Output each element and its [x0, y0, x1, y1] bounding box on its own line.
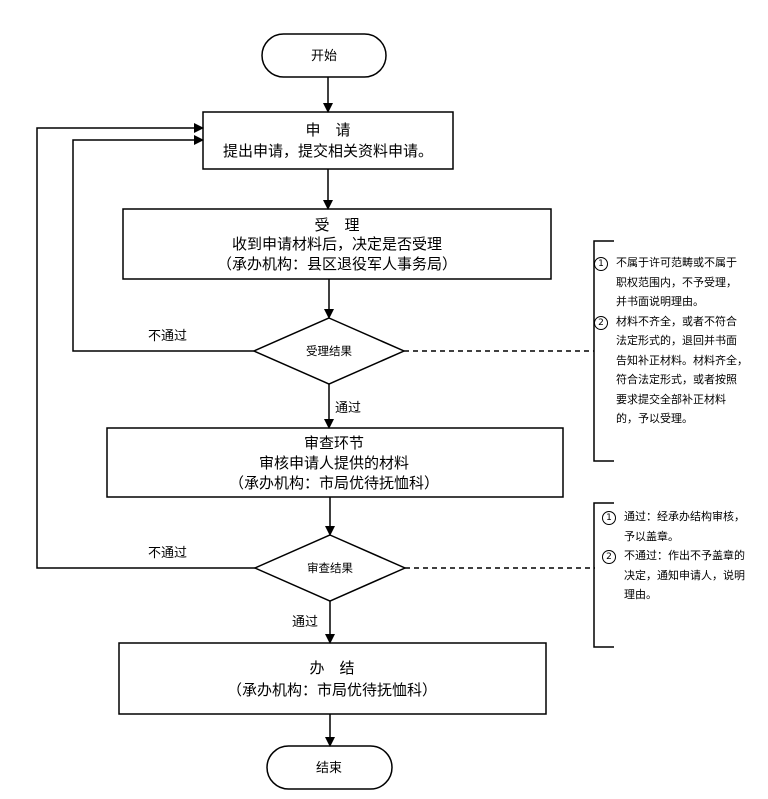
review-result-node: 审查结果	[253, 534, 407, 602]
finish-org: （承办机构：市局优待抚恤科）	[227, 681, 437, 699]
review-title: 审查环节	[304, 434, 364, 452]
circled-number-icon: 2	[602, 550, 616, 564]
note-line: 告知补正材料。材料齐全，	[616, 353, 748, 367]
accept-org: （承办机构：县区退役军人事务局）	[217, 255, 457, 273]
end-node: 结束	[266, 745, 393, 790]
label-fail-1: 不通过	[148, 329, 187, 344]
circled-number-icon: 2	[594, 315, 608, 330]
note-line: 的，予以受理。	[616, 412, 693, 425]
note-line: 决定，通知申请人，说明	[624, 568, 745, 582]
note1-item-2: 2 材料不齐全，或者不符合 法定形式的，退回并书面 告知补正材料。材料齐全， 符…	[594, 312, 766, 429]
note-line: 不通过：作出不予盖章的	[624, 549, 745, 562]
note-line: 通过：经承办结构审核，	[624, 510, 745, 523]
bracket-note1	[593, 240, 614, 462]
start-label: 开始	[311, 49, 337, 64]
arrow-accept-fail-loop	[72, 135, 254, 352]
note-line: 予以盖章。	[624, 529, 679, 543]
review-result-label: 审查结果	[307, 561, 353, 575]
review-org: （承办机构：市局优待抚恤科）	[229, 474, 439, 492]
note-review-conditions: 1 通过：经承办结构审核， 予以盖章。 2 不通过：作出不予盖章的 决定，通知申…	[602, 507, 766, 605]
note-line: 符合法定形式，或者按照	[616, 373, 737, 386]
circled-number-icon: 1	[594, 257, 608, 271]
note-line: 法定形式的，退回并书面	[616, 334, 737, 347]
review-node: 审查环节 审核申请人提供的材料 （承办机构：市局优待抚恤科）	[106, 427, 564, 498]
finish-node: 办 结 （承办机构：市局优待抚恤科）	[118, 642, 547, 715]
note-line: 要求提交全部补正材料	[616, 392, 726, 406]
note-line: 并书面说明理由。	[616, 295, 704, 308]
accept-result-label: 受理结果	[306, 344, 352, 358]
note-accept-conditions: 1 不属于许可范畴或不属于 职权范围内，不予受理， 并书面说明理由。 2 材料不…	[594, 253, 766, 429]
note-line: 理由。	[624, 588, 657, 601]
accept-desc: 收到申请材料后，决定是否受理	[232, 235, 442, 253]
note-line: 不属于许可范畴或不属于	[616, 256, 737, 269]
note-line: 材料不齐全，或者不符合	[616, 314, 737, 328]
note2-item-2: 2 不通过：作出不予盖章的 决定，通知申请人，说明 理由。	[602, 546, 766, 605]
apply-desc: 提出申请，提交相关资料申请。	[223, 142, 433, 160]
note2-item-1: 1 通过：经承办结构审核， 予以盖章。	[602, 507, 766, 546]
finish-title: 办 结	[309, 659, 354, 677]
label-pass-2: 通过	[292, 615, 318, 630]
accept-node: 受 理 收到申请材料后，决定是否受理 （承办机构：县区退役军人事务局）	[122, 208, 552, 280]
apply-title: 申 请	[305, 121, 350, 139]
label-pass-1: 通过	[335, 401, 361, 416]
circled-number-icon: 1	[602, 511, 616, 525]
start-node: 开始	[261, 33, 387, 78]
accept-result-node: 受理结果	[252, 317, 406, 385]
accept-title: 受 理	[314, 216, 359, 234]
end-label: 结束	[316, 761, 342, 776]
arrow-review-fail-loop	[36, 123, 255, 569]
bracket-note2	[593, 502, 614, 648]
note-line: 职权范围内，不予受理，	[616, 275, 737, 289]
label-fail-2: 不通过	[148, 546, 187, 561]
apply-node: 申 请 提出申请，提交相关资料申请。	[202, 111, 454, 170]
review-desc: 审核申请人提供的材料	[259, 454, 409, 472]
note1-item-1: 1 不属于许可范畴或不属于 职权范围内，不予受理， 并书面说明理由。	[594, 253, 766, 312]
